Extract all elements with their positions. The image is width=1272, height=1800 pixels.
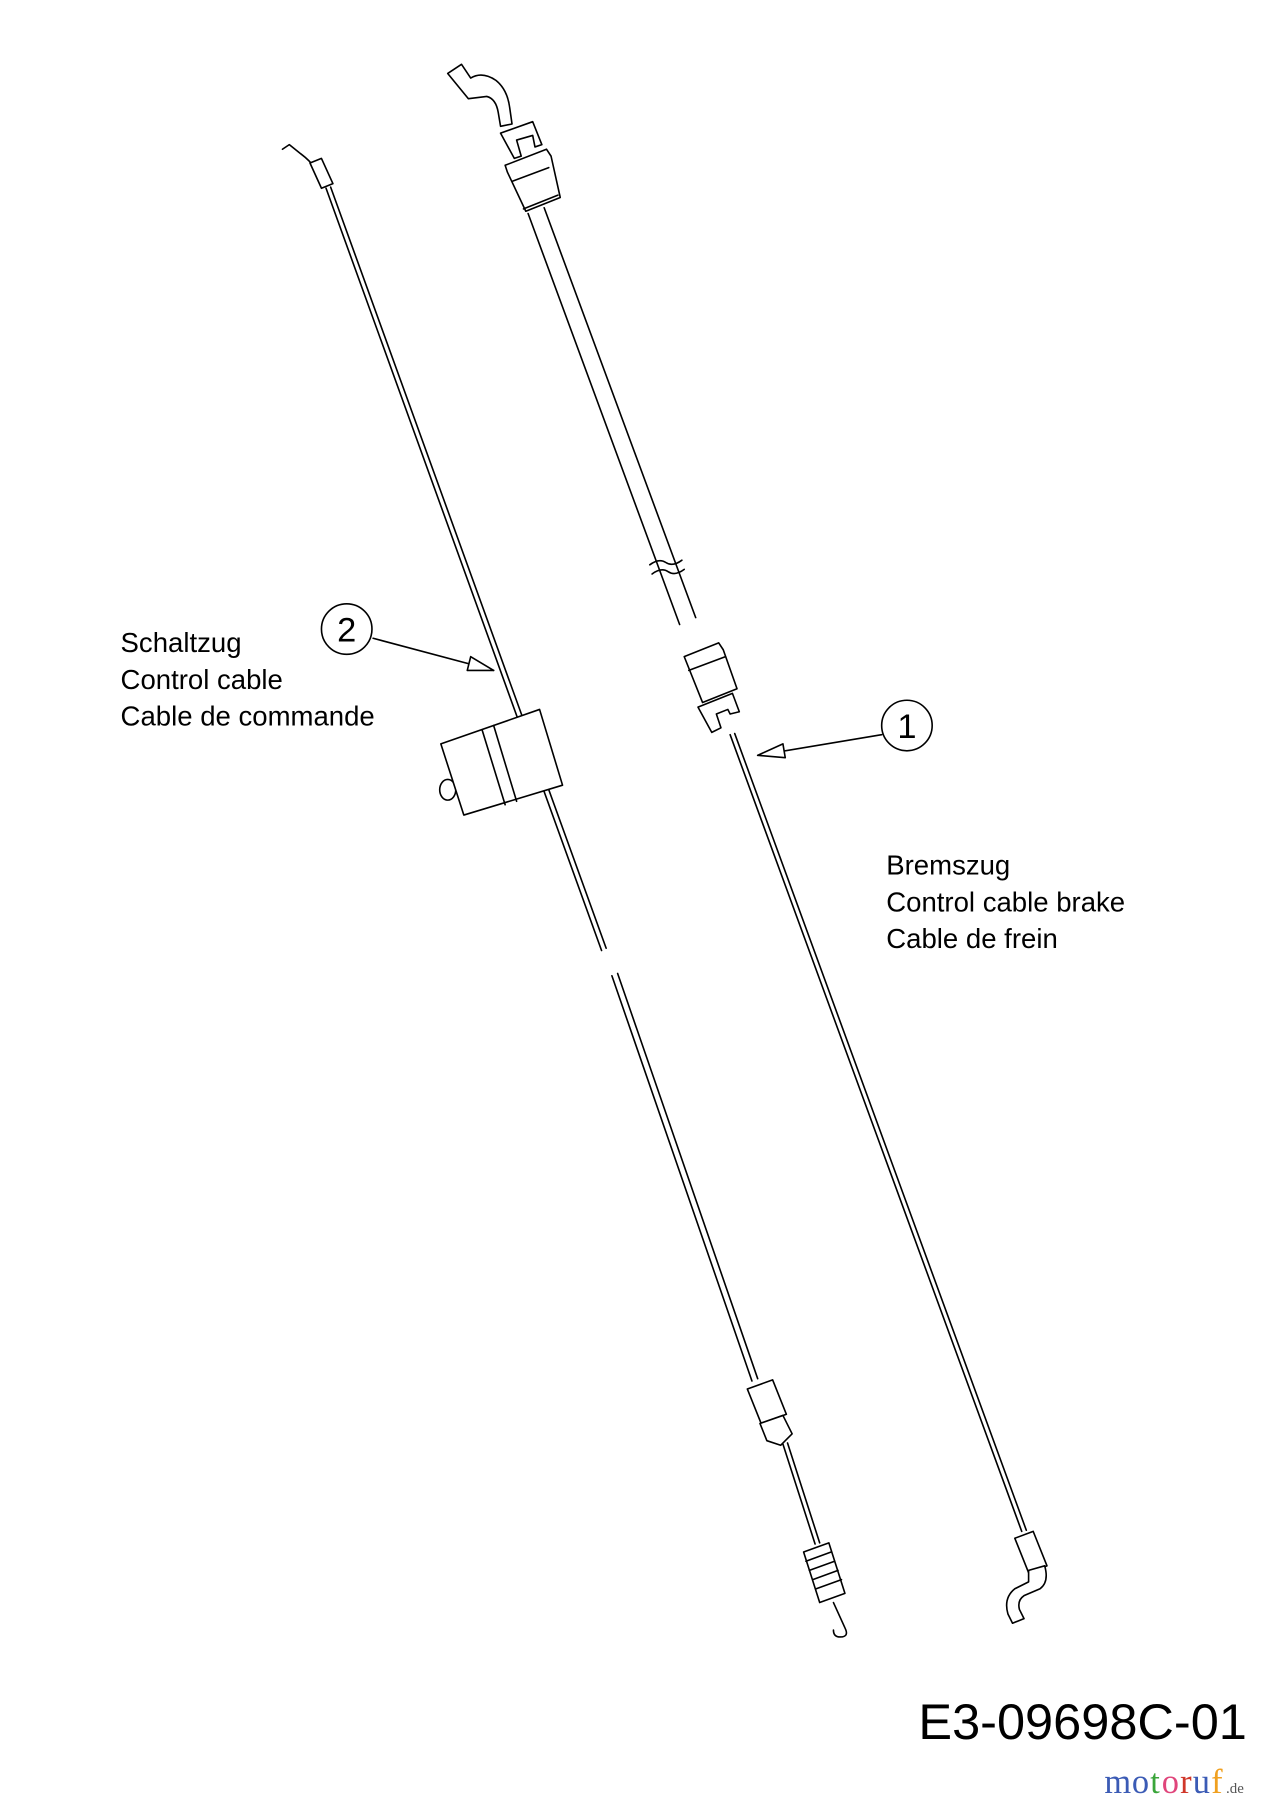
part-1-label-en: Control cable brake: [886, 886, 1125, 917]
logo-letter: u: [1193, 1763, 1210, 1800]
callout-1: 1: [756, 699, 933, 759]
spring: [802, 1542, 846, 1604]
logo-letter: o: [1132, 1763, 1149, 1800]
brake-cable-1: [446, 63, 1048, 1625]
logo-letter: m: [1104, 1763, 1131, 1800]
logo-letter: t: [1150, 1763, 1160, 1800]
part-2-label-en: Control cable: [121, 664, 283, 695]
cable-clamp: [438, 708, 564, 816]
part-1-label-de: Bremszug: [886, 850, 1010, 881]
callout-2: 2: [320, 603, 495, 672]
logo-letter: o: [1162, 1763, 1179, 1800]
cable-end-fitting: [746, 1379, 793, 1447]
part-2-label-fr: Cable de commande: [121, 701, 375, 732]
logo-suffix: .de: [1226, 1781, 1244, 1797]
part-2-label-de: Schaltzug: [121, 627, 242, 658]
control-cable-2: [281, 143, 848, 1638]
drawing-code: E3-09698C-01: [918, 1693, 1246, 1750]
part-number-2: 2: [337, 612, 356, 650]
logo-letter: f: [1211, 1763, 1223, 1800]
logo-letter: r: [1180, 1763, 1192, 1800]
part-1-label-fr: Cable de frein: [886, 923, 1058, 954]
part-number-1: 1: [897, 708, 916, 746]
